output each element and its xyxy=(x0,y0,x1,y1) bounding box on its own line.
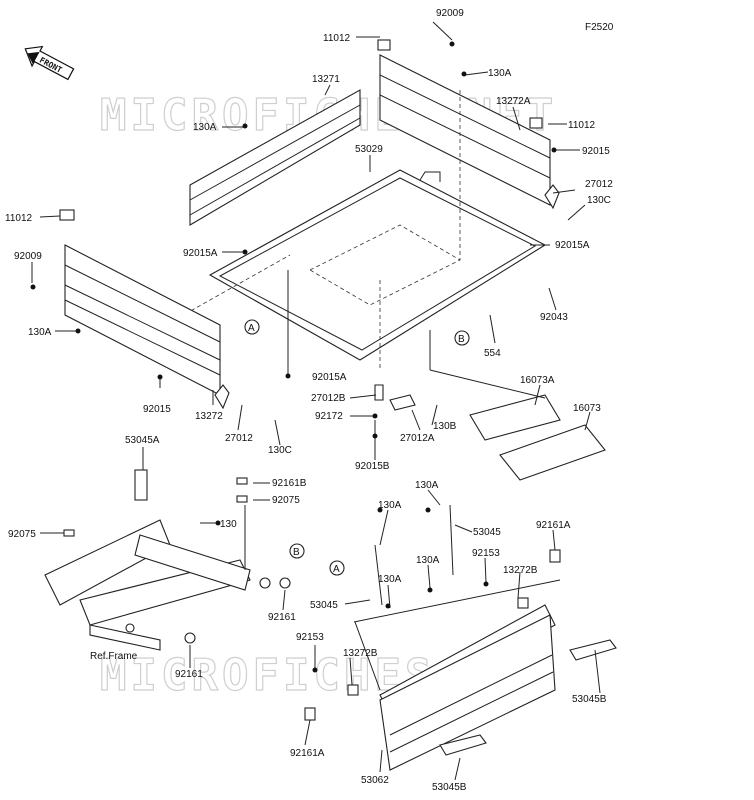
bumper-92161A-left xyxy=(304,707,316,721)
label-92015A-right: 92015A xyxy=(555,240,590,251)
label-130B: 130B xyxy=(433,421,457,432)
label-92161A-left: 92161A xyxy=(290,748,325,759)
label-92015-right: 92015 xyxy=(582,146,610,157)
cap-92075-left xyxy=(63,529,75,537)
bumper-92161-lower xyxy=(184,632,196,644)
label-16073A: 16073A xyxy=(520,375,555,386)
svg-text:B: B xyxy=(458,334,465,345)
bed-floor-53029 xyxy=(208,169,547,361)
label-27012A: 27012A xyxy=(400,433,435,444)
latch-27012A xyxy=(389,394,416,411)
label-92015-left: 92015 xyxy=(143,404,171,415)
bolt-dots xyxy=(30,41,557,673)
label-130A-left1: 130A xyxy=(193,122,217,133)
label-92009-left: 92009 xyxy=(14,251,42,262)
bumper-92161 xyxy=(279,577,291,589)
label-92161A-right: 92161A xyxy=(536,520,571,531)
leader-lines xyxy=(31,21,601,781)
part-labels: 92009 11012 130A 13271 13272A 11012 130A… xyxy=(5,8,613,793)
label-130A-top: 130A xyxy=(488,68,512,79)
label-13272B-right: 13272B xyxy=(503,565,538,576)
label-13272B-left: 13272B xyxy=(343,648,378,659)
label-92161-lower: 92161 xyxy=(175,669,203,680)
label-53045B-right: 53045B xyxy=(572,694,607,705)
label-130C: 130C xyxy=(268,445,292,456)
label-13272A: 13272A xyxy=(496,96,531,107)
mat-16073A xyxy=(469,394,561,441)
label-92161: 92161 xyxy=(268,612,296,623)
label-92015A-mid: 92015A xyxy=(183,248,218,259)
latch-53045B-right xyxy=(569,639,617,661)
ref-frame-label: Ref.Frame xyxy=(90,651,138,662)
label-92075-b: 92075 xyxy=(8,529,36,540)
latch-27012B xyxy=(374,384,384,401)
label-130-mid: 130 xyxy=(220,519,237,530)
mat-16073 xyxy=(499,424,606,481)
label-13272: 13272 xyxy=(195,411,223,422)
label-130A-c4: 130A xyxy=(378,574,402,585)
svg-text:B: B xyxy=(293,547,300,558)
label-53062: 53062 xyxy=(361,775,389,786)
bumper-92161A-right xyxy=(549,549,561,563)
callout-A-top: A xyxy=(244,319,260,335)
label-53045A: 53045A xyxy=(125,435,160,446)
label-92172: 92172 xyxy=(315,411,343,422)
side-panel-13271 xyxy=(189,89,361,226)
cap-92075 xyxy=(236,495,248,503)
figure-code: F2520 xyxy=(585,22,614,33)
label-130A-c3: 130A xyxy=(416,555,440,566)
label-92153-right: 92153 xyxy=(472,548,500,559)
label-554: 554 xyxy=(484,348,501,359)
label-53029: 53029 xyxy=(355,144,383,155)
latch-27012-right xyxy=(544,184,560,210)
front-arrow-icon: FRONT xyxy=(24,45,75,81)
label-11012-right: 11012 xyxy=(568,120,596,131)
label-92015B: 92015B xyxy=(355,461,390,472)
svg-text:A: A xyxy=(333,564,340,575)
cap-92161B xyxy=(236,477,248,485)
label-92043: 92043 xyxy=(540,312,568,323)
subframe-ref-frame xyxy=(44,469,271,651)
callout-A-bottom: A xyxy=(329,560,345,576)
label-27012B: 27012B xyxy=(311,393,346,404)
label-27012: 27012 xyxy=(225,433,253,444)
label-130A-left2: 130A xyxy=(28,327,52,338)
label-92015A-low: 92015A xyxy=(312,372,347,383)
latch-53045B-bottom xyxy=(439,734,487,756)
label-130C-right: 130C xyxy=(587,195,611,206)
label-13271: 13271 xyxy=(312,74,340,85)
label-53045-left: 53045 xyxy=(310,600,338,611)
side-panel-13272 xyxy=(59,209,221,396)
label-92153-left: 92153 xyxy=(296,632,324,643)
cable-53045-left xyxy=(374,544,383,606)
label-130A-c1: 130A xyxy=(415,480,439,491)
tailgate-53062 xyxy=(347,597,556,771)
label-16073: 16073 xyxy=(573,403,601,414)
label-11012-top: 11012 xyxy=(323,33,351,44)
label-92161B: 92161B xyxy=(272,478,307,489)
label-27012-right: 27012 xyxy=(585,179,613,190)
label-53045B-bottom: 53045B xyxy=(432,782,467,793)
label-130A-c2: 130A xyxy=(378,500,402,511)
svg-text:A: A xyxy=(248,323,255,334)
label-53045-right: 53045 xyxy=(473,527,501,538)
label-92009-top: 92009 xyxy=(436,8,464,19)
callout-B-top: B xyxy=(454,330,470,346)
label-92075-a: 92075 xyxy=(272,495,300,506)
label-11012-left: 11012 xyxy=(5,213,33,224)
callout-B-bottom: B xyxy=(289,543,305,559)
cable-53045-right xyxy=(449,504,454,576)
rear-side-panel-right xyxy=(377,39,551,206)
latch-27012-left xyxy=(214,384,230,410)
